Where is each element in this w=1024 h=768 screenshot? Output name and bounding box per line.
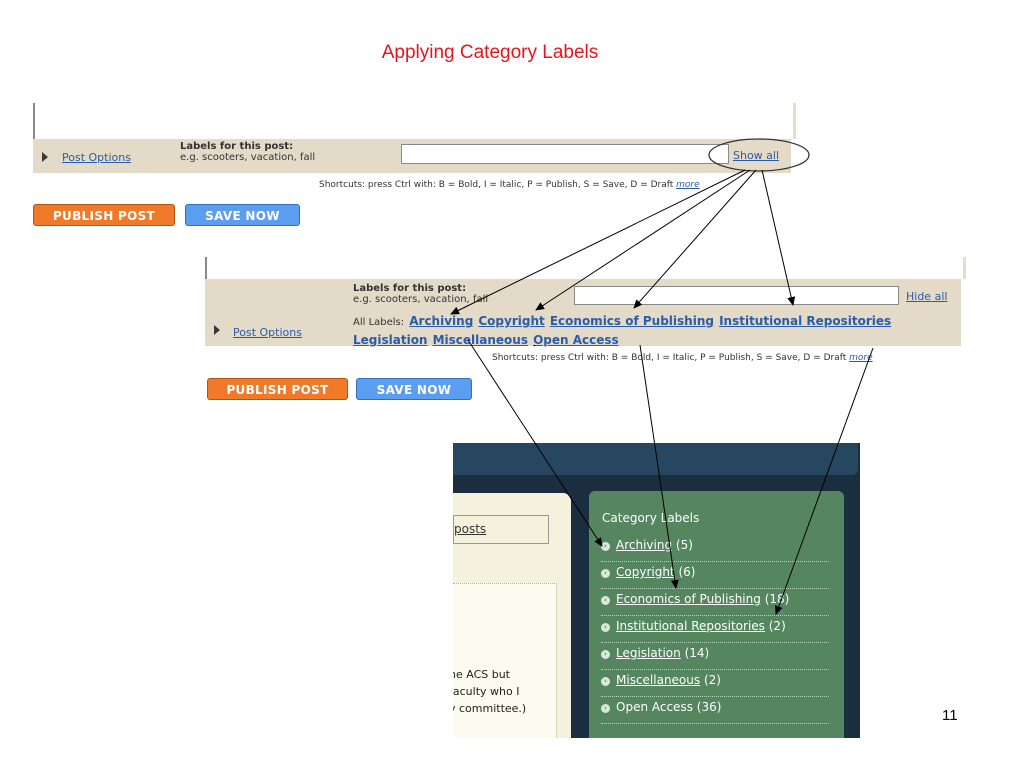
- post-options-bar-expanded: Post Options Labels for this post: e.g. …: [205, 279, 961, 348]
- category-labels-panel: Category Labels › Archiving (5) › Copyrigh…: [589, 491, 844, 738]
- bullet-arrow-icon: ›: [601, 704, 610, 713]
- shortcuts-more-link[interactable]: more: [676, 180, 700, 190]
- category-item-open-access: › Open Access (36): [601, 697, 829, 724]
- shortcuts-hint: Shortcuts: press Ctrl with: B = Bold, I …: [319, 180, 700, 190]
- arrow-economics-to-sidebar: [639, 344, 679, 589]
- snippet-line: he ACS but: [453, 668, 510, 681]
- category-count: (2): [703, 673, 721, 687]
- arrow-archiving-to-sidebar: [467, 339, 603, 547]
- post-content-area: he ACS but faculty who I y committee.): [453, 583, 557, 738]
- post-editor-area-expanded[interactable]: [205, 257, 966, 279]
- category-count: (5): [675, 538, 693, 552]
- post-options-bar: Post Options Labels for this post: e.g. …: [33, 139, 791, 173]
- category-item-institutional-repositories: › Institutional Repositories (2): [601, 616, 829, 643]
- show-all-link[interactable]: Show all: [733, 149, 780, 162]
- category-labels-title: Category Labels: [602, 511, 700, 525]
- category-count: (6): [678, 565, 696, 579]
- all-labels-list: All Labels: Archiving Copyright Economic…: [353, 312, 913, 348]
- bullet-arrow-icon: ›: [601, 569, 610, 578]
- publish-post-button[interactable]: PUBLISH POST: [207, 378, 348, 400]
- posts-box[interactable]: posts: [453, 515, 549, 544]
- category-link[interactable]: Institutional Repositories: [616, 619, 765, 633]
- shortcuts-more-link[interactable]: more: [849, 353, 873, 363]
- labels-example: e.g. scooters, vacation, fall: [180, 152, 316, 163]
- bullet-arrow-icon: ›: [601, 677, 610, 686]
- snippet-line: y committee.): [453, 702, 527, 715]
- category-link[interactable]: Legislation: [616, 646, 681, 660]
- label-link-legislation[interactable]: Legislation: [353, 333, 428, 347]
- post-editor-area[interactable]: [33, 103, 796, 139]
- label-link-copyright[interactable]: Copyright: [478, 314, 545, 328]
- bullet-arrow-icon: ›: [601, 596, 610, 605]
- post-options-link[interactable]: Post Options: [233, 326, 302, 339]
- snippet-line: faculty who I: [453, 685, 520, 698]
- bullet-arrow-icon: ›: [601, 542, 610, 551]
- label-link-open-access[interactable]: Open Access: [533, 333, 619, 347]
- save-now-button[interactable]: SAVE NOW: [185, 204, 300, 226]
- slide-title: Applying Category Labels: [381, 42, 599, 63]
- category-count: (14): [684, 646, 710, 660]
- labels-input[interactable]: [401, 144, 729, 164]
- labels-heading: Labels for this post:: [353, 283, 467, 294]
- arrow-to-copyright-label: [535, 169, 751, 311]
- category-item-archiving: › Archiving (5): [601, 535, 829, 562]
- bullet-arrow-icon: ›: [601, 623, 610, 632]
- category-count: (36): [696, 700, 722, 714]
- arrow-copyright-to-sidebar: [533, 344, 536, 347]
- category-count: (2): [768, 619, 786, 633]
- page-number: 11: [942, 707, 958, 724]
- shortcuts-text: Shortcuts: press Ctrl with: B = Bold, I …: [319, 180, 674, 190]
- show-all-highlight-ellipse: [708, 138, 810, 172]
- blog-screenshot: posts he ACS but faculty who I y committ…: [453, 443, 860, 738]
- expand-triangle-icon[interactable]: [42, 152, 48, 162]
- hide-all-link[interactable]: Hide all: [906, 290, 948, 303]
- category-link[interactable]: Economics of Publishing: [616, 592, 761, 606]
- shortcuts-hint: Shortcuts: press Ctrl with: B = Bold, I …: [492, 353, 873, 363]
- all-labels-prefix: All Labels:: [353, 317, 405, 328]
- label-link-miscellaneous[interactable]: Miscellaneous: [432, 333, 528, 347]
- category-name[interactable]: Open Access: [616, 700, 693, 714]
- label-link-institutional-repositories[interactable]: Institutional Repositories: [719, 314, 892, 328]
- category-link[interactable]: Miscellaneous: [616, 673, 701, 687]
- labels-heading: Labels for this post:: [180, 141, 294, 152]
- labels-input[interactable]: [574, 286, 899, 305]
- category-link[interactable]: Copyright: [616, 565, 675, 579]
- arrow-to-economics-label: [633, 169, 757, 309]
- label-link-archiving[interactable]: Archiving: [409, 314, 474, 328]
- posts-link[interactable]: posts: [454, 522, 487, 536]
- arrow-to-repositories-label: [761, 169, 796, 306]
- category-link[interactable]: Archiving: [616, 538, 673, 552]
- post-options-link[interactable]: Post Options: [62, 151, 131, 164]
- publish-post-button[interactable]: PUBLISH POST: [33, 204, 175, 226]
- arrow-to-archiving-label: [450, 169, 746, 315]
- arrow-repositories-to-sidebar: [774, 347, 874, 615]
- bullet-arrow-icon: ›: [601, 650, 610, 659]
- category-item-miscellaneous: › Miscellaneous (2): [601, 670, 829, 697]
- label-link-economics-of-publishing[interactable]: Economics of Publishing: [549, 314, 714, 328]
- labels-example: e.g. scooters, vacation, fall: [353, 294, 489, 305]
- expand-triangle-icon[interactable]: [214, 325, 220, 335]
- shortcuts-text: Shortcuts: press Ctrl with: B = Bold, I …: [492, 353, 847, 363]
- category-item-legislation: › Legislation (14): [601, 643, 829, 670]
- save-now-button[interactable]: SAVE NOW: [356, 378, 472, 400]
- category-item-copyright: › Copyright (6): [601, 562, 829, 589]
